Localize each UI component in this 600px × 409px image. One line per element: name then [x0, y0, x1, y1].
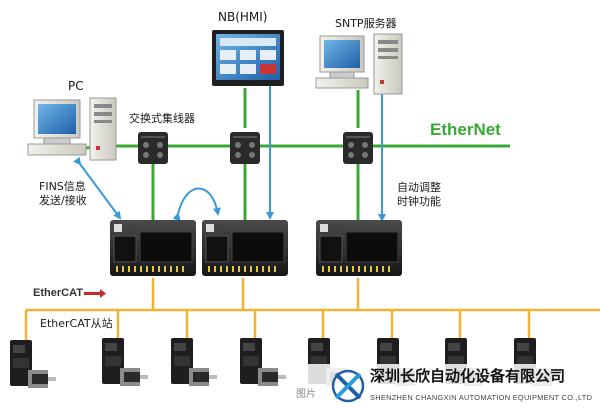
ethercat-logo-suffix: CAT [61, 287, 83, 299]
ethercat-logo-prefix: Ether [33, 287, 61, 299]
ethercat-network [26, 278, 600, 348]
watermark-company-en: SHENZHEN CHANGXIN AUTOMATION EQUIPMENT C… [370, 391, 592, 404]
autoadjust-label-line1: 自动调整 [397, 181, 441, 194]
fins-label-line2: 发送/接收 [39, 194, 87, 207]
sntp-label: SNTP服务器 [335, 17, 397, 30]
hmi-label: NB(HMI) [218, 11, 268, 24]
fins-label-line1: FINS信息 [39, 180, 86, 193]
changxin-logo-icon [333, 371, 363, 401]
pc-label: PC [68, 80, 84, 93]
network-switch-icon [138, 132, 373, 164]
watermark-pic-prefix: 图片 [296, 388, 316, 401]
ethercat-logo-arrow-icon [84, 289, 106, 298]
watermark-company-cn: 深圳长欣自动化设备有限公司 [370, 370, 565, 383]
plc-controller-icon [110, 220, 402, 276]
autoadjust-label-line2: 时钟功能 [397, 195, 441, 208]
hmi-touch-panel-icon [212, 30, 284, 86]
switch-label: 交换式集线器 [129, 112, 195, 125]
fins-arrow [80, 164, 120, 218]
ethercat-logo: EtherCAT [33, 287, 83, 300]
ethernet-label: EtherNet [430, 123, 501, 136]
plc-to-plc-arrow [178, 189, 218, 215]
pc-desktop-computer-icon [28, 98, 116, 160]
sntp-server-computer-icon [316, 34, 402, 94]
ethercat-slave-label: EtherCAT从站 [40, 317, 113, 330]
ethernet-network [60, 88, 510, 222]
